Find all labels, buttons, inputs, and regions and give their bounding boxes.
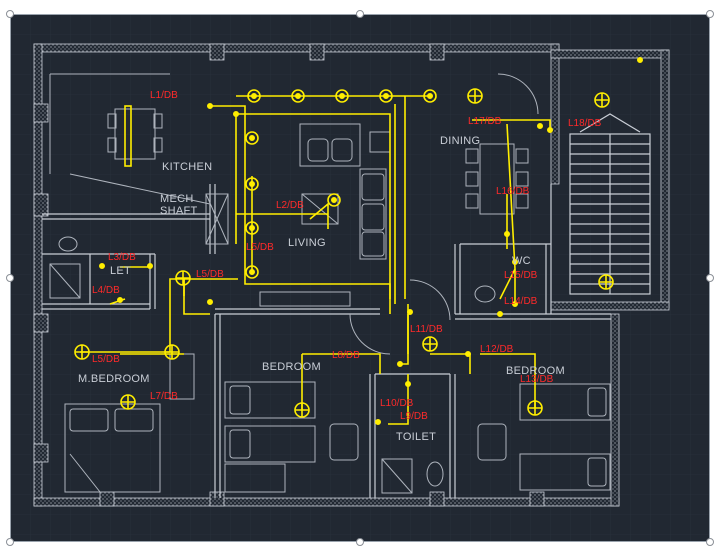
switch-point-icon — [407, 309, 413, 315]
switch-point-icon — [465, 351, 471, 357]
ceiling-light-icon — [247, 89, 261, 103]
label-l7: L7/DB — [150, 391, 178, 402]
switch-point-icon — [207, 103, 213, 109]
ceiling-light-icon — [423, 89, 437, 103]
lighting-wiring — [80, 95, 551, 425]
label-l10: L10/DB — [380, 398, 414, 409]
resize-handle-left[interactable] — [6, 274, 14, 282]
resize-handle-top-left[interactable] — [6, 10, 14, 18]
switch-point-icon — [397, 361, 403, 367]
label-l13: L13/DB — [520, 374, 554, 385]
room-wc: WC — [512, 255, 531, 267]
switch-point-icon — [207, 299, 213, 305]
label-l15: L15/DB — [504, 270, 538, 281]
pendant-light-icon — [422, 336, 438, 352]
room-toilet-mid: TOILET — [396, 431, 436, 443]
label-l11: L11/DB — [410, 324, 443, 335]
room-shaft: SHAFT — [160, 205, 198, 217]
resize-handle-bottom[interactable] — [356, 538, 364, 546]
switch-point-icon — [497, 311, 503, 317]
switch-point-icon — [375, 419, 381, 425]
ceiling-light-icon — [245, 265, 259, 279]
room-names: KITCHEN MECH SHAFT LIVING DINING LET M.B… — [78, 135, 565, 443]
label-l4: L4/DB — [92, 285, 120, 296]
ceiling-light-icon — [335, 89, 349, 103]
room-kitchen: KITCHEN — [162, 161, 212, 173]
selection-box[interactable] — [10, 14, 710, 542]
ceiling-light-icon — [245, 177, 259, 191]
room-toilet-left: LET — [110, 265, 131, 277]
switch-point-icon — [233, 111, 239, 117]
label-l17: L17/DB — [468, 116, 502, 127]
label-l18: L18/DB — [568, 118, 602, 129]
cad-floor-plan: KITCHEN MECH SHAFT LIVING DINING LET M.B… — [10, 14, 710, 542]
label-l5-c: L5/DB — [92, 354, 120, 365]
room-living: LIVING — [288, 237, 326, 249]
switch-point-icon — [512, 259, 518, 265]
staircase — [569, 113, 651, 295]
switch-point-icon — [147, 263, 153, 269]
room-bedroom-mid: BEDROOM — [262, 361, 321, 373]
label-l3: L3/DB — [108, 252, 136, 263]
switch-point-icon — [547, 127, 553, 133]
label-l12: L12/DB — [480, 344, 514, 355]
room-master-bedroom: M.BEDROOM — [78, 373, 150, 385]
room-dining: DINING — [440, 135, 480, 147]
pendant-light-icon — [594, 92, 610, 108]
light-fixtures — [74, 57, 643, 425]
switch-point-icon — [637, 57, 643, 63]
ceiling-light-icon — [245, 221, 259, 235]
circuit-labels: L1/DB L2/DB L3/DB L4/DB L5/DB L5/DB L5/D… — [92, 90, 602, 422]
resize-handle-bottom-right[interactable] — [706, 538, 714, 546]
ceiling-light-icon — [245, 131, 259, 145]
label-l14: L14/DB — [504, 296, 538, 307]
switch-point-icon — [504, 231, 510, 237]
floor-plan-svg: KITCHEN MECH SHAFT LIVING DINING LET M.B… — [10, 14, 710, 542]
switch-point-icon — [537, 123, 543, 129]
pendant-light-icon — [175, 270, 191, 286]
room-bedroom-right: BEDROOM — [506, 365, 565, 377]
resize-handle-top-right[interactable] — [706, 10, 714, 18]
room-mech: MECH — [160, 193, 194, 205]
label-l9: L9/DB — [400, 411, 428, 422]
pendant-light-icon — [527, 400, 543, 416]
label-l5-b: L5/DB — [246, 242, 274, 253]
switch-point-icon — [99, 263, 105, 269]
resize-handle-top[interactable] — [356, 10, 364, 18]
label-l2: L2/DB — [276, 200, 304, 211]
pendant-light-icon — [164, 344, 180, 360]
switch-point-icon — [117, 297, 123, 303]
pendant-light-icon — [598, 274, 614, 290]
pendant-light-icon — [120, 394, 136, 410]
furniture — [49, 73, 611, 494]
ceiling-light-icon — [379, 89, 393, 103]
pendant-light-icon — [467, 88, 483, 104]
pendant-light-icon — [294, 402, 310, 418]
resize-handle-bottom-left[interactable] — [6, 538, 14, 546]
ceiling-light-icon — [327, 193, 341, 207]
label-l5-a: L5/DB — [196, 269, 224, 280]
label-l8: L8/DB — [332, 350, 360, 361]
label-l1: L1/DB — [150, 90, 178, 101]
switch-point-icon — [405, 381, 411, 387]
interior-walls — [42, 184, 611, 498]
pendant-light-icon — [74, 344, 90, 360]
switch-point-icon — [512, 301, 518, 307]
outer-walls — [33, 43, 670, 507]
ceiling-light-icon — [291, 89, 305, 103]
resize-handle-right[interactable] — [706, 274, 714, 282]
label-l16: L16/DB — [496, 186, 530, 197]
